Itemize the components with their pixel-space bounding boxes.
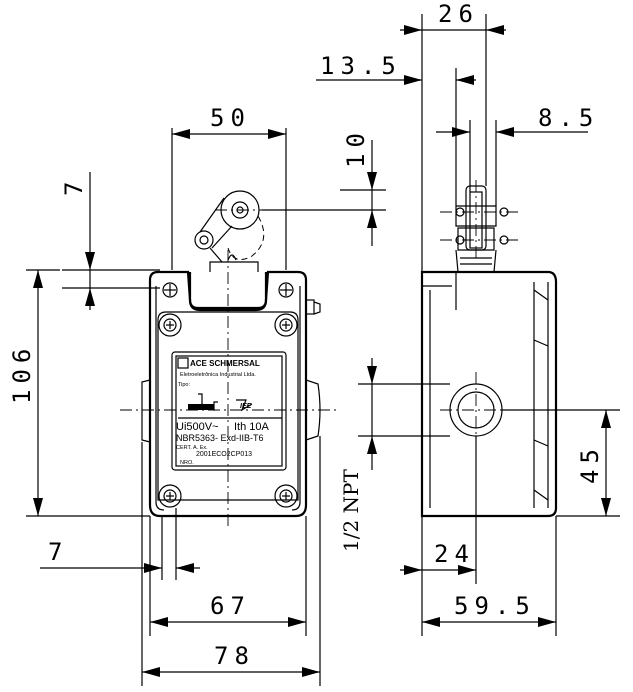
brand-logo-icon: [177, 357, 189, 369]
front-housing-outline: [148, 270, 308, 518]
dim-10: 10: [342, 127, 370, 168]
dim-78: 78: [214, 642, 255, 670]
dimension-lines: [26, 14, 620, 686]
left-conduit-bump: [141, 379, 151, 443]
nameplate-cert-label: CERT. A. Ex.: [176, 445, 208, 451]
dimension-labels: 50 26 13.5 8.5 10 7 106 7 67 78 1/2 NPT …: [8, 0, 604, 670]
nameplate-company: Eletroeletrônica Industrial Ltda.: [180, 372, 256, 378]
dim-45: 45: [576, 443, 604, 484]
side-housing-outline: [420, 270, 558, 518]
dim-13-5: 13.5: [320, 52, 402, 80]
side-view: [420, 180, 558, 518]
corner-screw-bottom-right: [274, 484, 298, 508]
corner-screw-top-left: [158, 313, 182, 337]
corner-screw-top-right: [274, 313, 298, 337]
svg-text:IEE: IEE: [240, 403, 252, 410]
dim-50: 50: [210, 104, 251, 132]
front-housing-inner-left: [155, 286, 165, 511]
mounting-hole-left: [162, 282, 178, 298]
side-lever: [455, 185, 509, 273]
roller-lever: [194, 190, 265, 263]
nameplate-cert-number: 2001ECO2CP013: [196, 451, 252, 458]
nameplate-voltage: Ui500V~: [176, 421, 219, 433]
nameplate: ACE SCHMERSAL Eletroeletrônica Industria…: [171, 351, 287, 471]
front-housing-inner-right: [291, 286, 301, 511]
nameplate-current: Ith 10A: [234, 421, 270, 433]
nameplate-brand: ACE SCHMERSAL: [190, 359, 260, 368]
dim-8-5: 8.5: [538, 104, 599, 132]
dim-1-2-npt: 1/2 NPT: [339, 468, 363, 552]
dim-24: 24: [434, 540, 475, 568]
corner-screw-bottom-left: [158, 484, 182, 508]
side-screw: [305, 299, 315, 315]
head-top: [209, 261, 259, 272]
dim-7-bottom: 7: [48, 538, 68, 566]
dim-67: 67: [210, 592, 251, 620]
mounting-hole-right: [278, 282, 294, 298]
front-view: ACE SCHMERSAL Eletroeletrônica Industria…: [120, 190, 340, 530]
nameplate-nro-label: NRO.: [180, 460, 194, 466]
ex-mark-icon: [236, 399, 253, 412]
dim-59-5: 59.5: [454, 592, 536, 620]
cover-plate: [157, 311, 299, 501]
head-block: [188, 272, 268, 310]
dim-7-top: 7: [60, 176, 88, 196]
dim-26: 26: [438, 0, 479, 28]
nameplate-tipo-label: Tipo:: [178, 382, 190, 388]
nameplate-standard: NBR5363- Exd-IIB-T6: [176, 433, 264, 443]
dim-106: 106: [8, 343, 36, 404]
